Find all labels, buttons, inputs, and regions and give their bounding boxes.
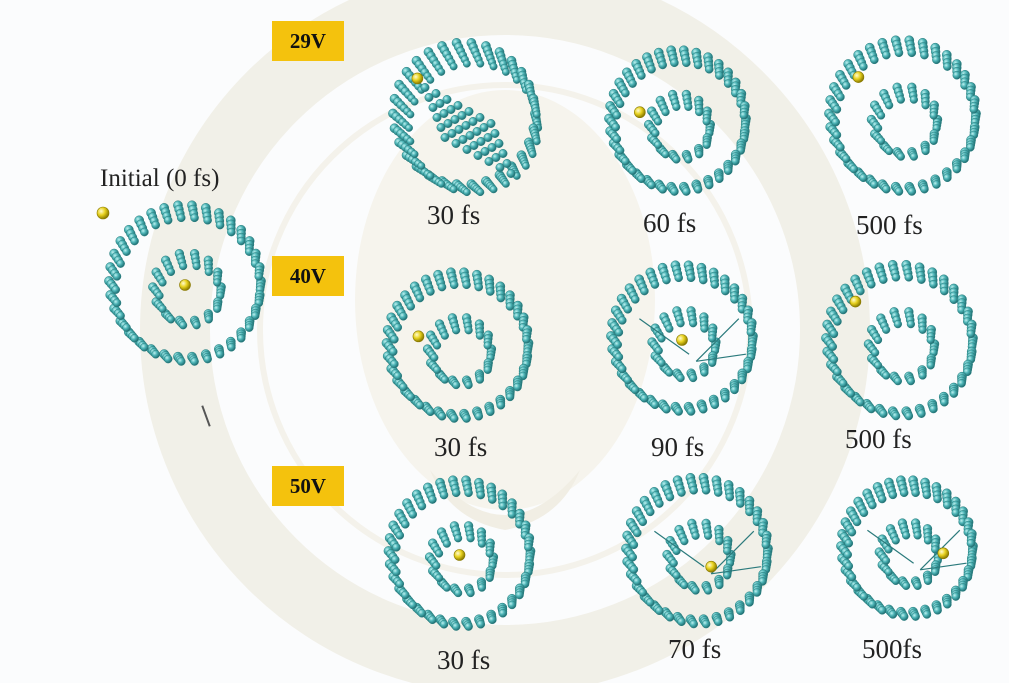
nanotube-50v-frame-2 xyxy=(621,472,773,629)
voltage-badge-40v: 40V xyxy=(272,256,344,296)
time-label-40v-1: 30 fs xyxy=(434,432,488,462)
nanotube-40v-frame-2 xyxy=(606,260,758,416)
time-label-50v-1: 30 fs xyxy=(437,645,491,675)
time-label-29v-3: 500 fs xyxy=(856,210,923,240)
time-label-50v-2: 70 fs xyxy=(668,634,722,664)
nanotube-50v-frame-1 xyxy=(383,475,536,631)
nanotube-50v-frame-3 xyxy=(836,475,978,621)
time-label-29v-2: 60 fs xyxy=(643,208,697,238)
nanotube-40v-frame-3 xyxy=(821,259,978,421)
time-label-40v-2: 90 fs xyxy=(651,432,705,462)
time-label-40v-3: 500 fs xyxy=(845,424,912,454)
nanotube-40v-frame-1 xyxy=(381,267,534,423)
time-label-29v-1: 30 fs xyxy=(427,200,481,230)
initial-label: Initial (0 fs) xyxy=(100,165,220,192)
voltage-badge-50v: 50V xyxy=(272,466,344,506)
nanotube-29v-frame-2 xyxy=(604,45,751,196)
voltage-badge-29v: 29V xyxy=(272,21,344,61)
time-label-50v-3: 500fs xyxy=(862,634,922,664)
nanotube-29v-frame-1 xyxy=(388,38,543,197)
nanotube-29v-frame-3 xyxy=(824,35,981,196)
nanotube-initial xyxy=(96,200,266,366)
